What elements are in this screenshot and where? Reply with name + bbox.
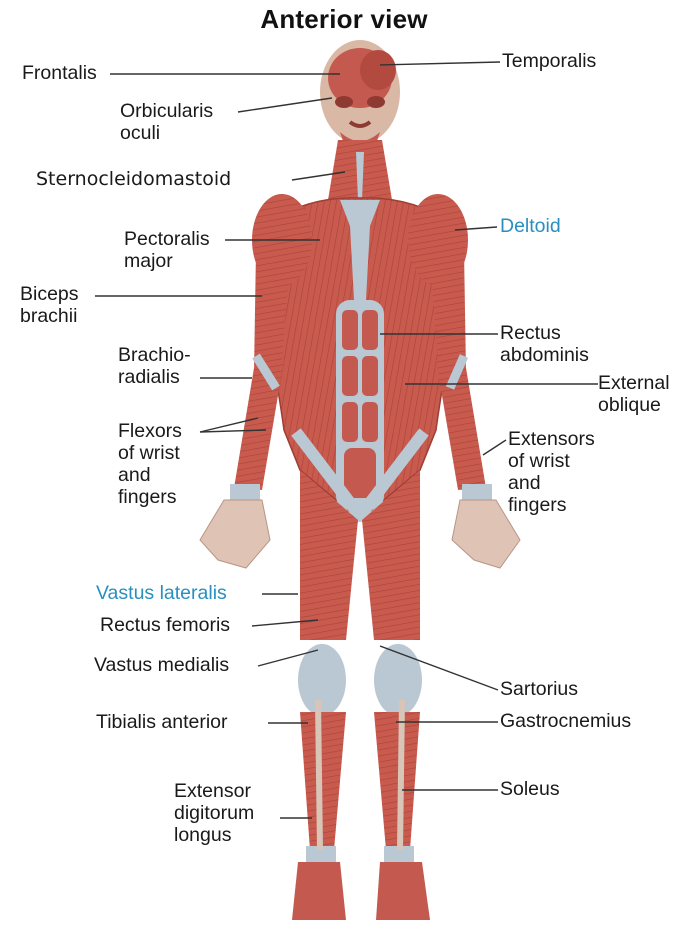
label-temporalis: Temporalis [502,50,596,72]
right-arm [430,250,520,568]
label-line: Sternocleidomastoid [36,168,231,190]
label-line: oculi [120,122,213,144]
label-extensor-digitorum-longus: Extensor digitorum longus [174,780,254,846]
label-rectus-femoris: Rectus femoris [100,614,230,636]
label-line: Deltoid [500,215,561,237]
label-extensors: Extensors of wrist and fingers [508,428,595,516]
label-line: Brachio- [118,344,191,366]
label-tibialis-anterior: Tibialis anterior [96,711,228,733]
label-line: Orbicularis [120,100,213,122]
label-rectus-abdominis: Rectus abdominis [500,322,589,366]
label-line: External [598,372,670,394]
label-vastus-medialis: Vastus medialis [94,654,229,676]
label-line: Vastus lateralis [96,582,227,604]
label-line: Rectus femoris [100,614,230,636]
leader-temporalis [380,62,500,65]
right-leg [362,470,430,920]
head [320,40,400,154]
label-line: Pectoralis [124,228,210,250]
label-line: Extensor [174,780,254,802]
label-line: of wrist [118,442,182,464]
left-arm [200,250,290,568]
label-line: abdominis [500,344,589,366]
label-line: brachii [20,305,79,327]
left-leg [292,470,358,920]
label-line: Tibialis anterior [96,711,228,733]
label-pectoralis-major: Pectoralis major [124,228,210,272]
label-line: Biceps [20,283,79,305]
label-biceps-brachii: Biceps brachii [20,283,79,327]
label-gastrocnemius: Gastrocnemius [500,710,631,732]
label-flexors: Flexors of wrist and fingers [118,420,182,508]
label-vastus-lateralis: Vastus lateralis [96,582,227,604]
label-deltoid: Deltoid [500,215,561,237]
label-line: Rectus [500,322,589,344]
label-line: and [508,472,595,494]
label-line: fingers [508,494,595,516]
label-orbicularis-oculi: Orbicularis oculi [120,100,213,144]
label-soleus: Soleus [500,778,560,800]
label-line: Extensors [508,428,595,450]
label-line: Vastus medialis [94,654,229,676]
label-line: and [118,464,182,486]
label-line: Temporalis [502,50,596,72]
label-line: of wrist [508,450,595,472]
diagram-title: Anterior view [0,4,688,35]
label-line: Frontalis [22,62,97,84]
label-line: radialis [118,366,191,388]
label-brachioradialis: Brachio- radialis [118,344,191,388]
leader-orbicularis [238,98,332,112]
label-line: Flexors [118,420,182,442]
label-line: major [124,250,210,272]
label-line: Sartorius [500,678,578,700]
label-sternocleidomastoid: Sternocleidomastoid [36,168,231,190]
label-line: oblique [598,394,670,416]
label-line: longus [174,824,254,846]
label-line: Soleus [500,778,560,800]
label-line: digitorum [174,802,254,824]
leader-extensors [483,440,506,455]
label-line: fingers [118,486,182,508]
label-frontalis: Frontalis [22,62,97,84]
label-external-oblique: External oblique [598,372,670,416]
label-line: Gastrocnemius [500,710,631,732]
label-sartorius: Sartorius [500,678,578,700]
